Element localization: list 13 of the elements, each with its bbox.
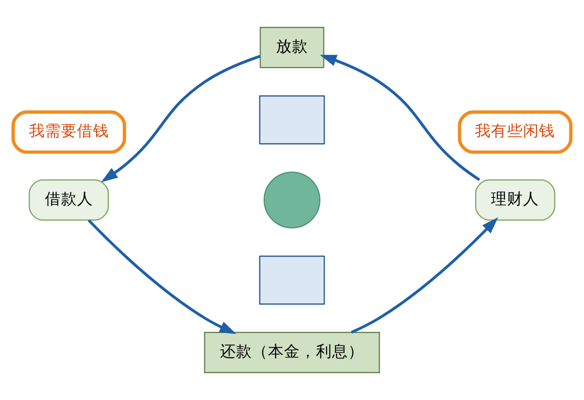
arrow (101, 54, 261, 182)
node-circle (264, 172, 320, 228)
node-box: 还款（本金，利息） (204, 332, 380, 374)
node-box: 借款人 (28, 179, 109, 221)
arrow (350, 217, 498, 334)
node-box (259, 95, 325, 144)
node-box: 理财人 (475, 179, 556, 221)
arrow (320, 54, 480, 182)
node-box: 我有些闲钱 (458, 110, 573, 154)
node-box (259, 256, 325, 305)
node-box: 放款 (260, 26, 324, 68)
node-box: 我需要借钱 (11, 110, 126, 154)
arrow (88, 219, 236, 334)
